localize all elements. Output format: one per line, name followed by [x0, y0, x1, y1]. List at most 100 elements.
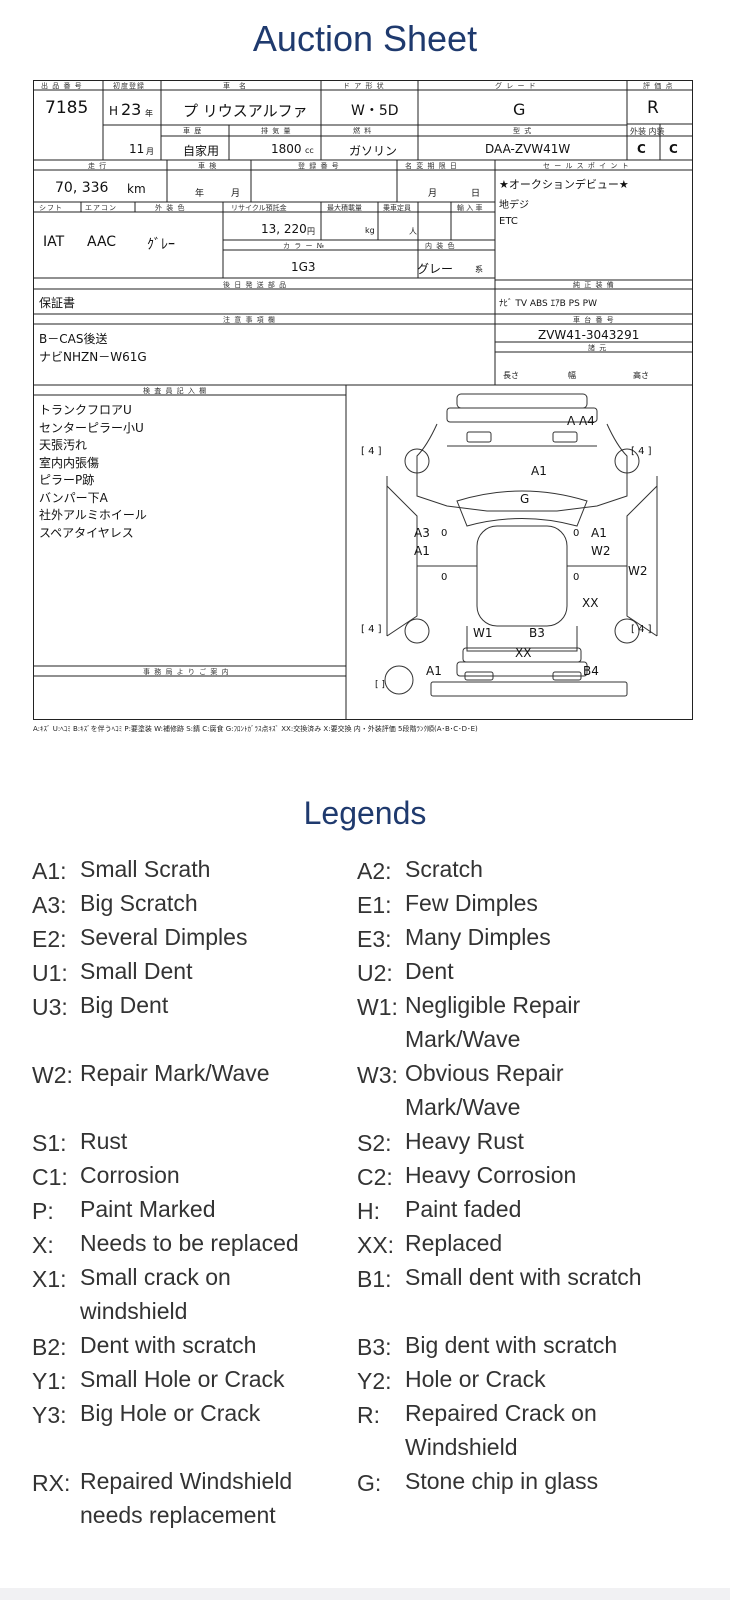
ac: AAC — [87, 234, 117, 250]
legend-code: W3: — [357, 1062, 398, 1088]
ac-label: エアコン — [85, 204, 117, 212]
mark-tire-fr: [ 4 ] — [631, 446, 652, 457]
capacity-label: 乗車定員 — [383, 204, 411, 212]
car-name: プ リウスアルファ — [183, 102, 308, 120]
legend-text: Rust — [80, 1128, 128, 1154]
doors-label: ド ア 形 状 — [343, 82, 385, 90]
first-reg-label: 初度登録 — [113, 82, 145, 90]
inspector-note: センターピラー小U — [39, 420, 144, 435]
shift: IAT — [43, 234, 65, 250]
era: H — [109, 104, 119, 118]
history-label: 車 歴 — [183, 127, 203, 135]
mark-b3: B3 — [529, 626, 545, 640]
legend-text: Stone chip in glass — [405, 1468, 599, 1494]
inspector-note: トランクフロアU — [39, 403, 132, 417]
mark-a1-bumper: A1 — [426, 664, 442, 678]
mark-a1-left: A1 — [414, 544, 430, 558]
legend-code: R: — [357, 1402, 380, 1428]
legend-code: X: — [32, 1232, 54, 1258]
legend-code: S1: — [32, 1130, 67, 1156]
mark-tire-rr: [ 4 ] — [631, 624, 652, 635]
legend-code: C2: — [357, 1164, 393, 1190]
legend-code: E2: — [32, 926, 67, 952]
mark-xx-rear: XX — [515, 646, 532, 660]
legend-title: Legends — [303, 795, 427, 831]
mark-w2-side: W2 — [628, 564, 648, 578]
legend-text: Several Dimples — [80, 924, 248, 950]
legend-code: U1: — [32, 960, 68, 986]
legend-text: Repaired Crack on Windshield — [405, 1400, 597, 1460]
import-label: 輸 入 車 — [457, 204, 483, 212]
cc-unit: cc — [305, 146, 314, 155]
legend-code: E1: — [357, 892, 392, 918]
year-unit: 年 — [145, 109, 153, 118]
legend-text: Repaired Windshield needs replacement — [80, 1468, 293, 1528]
bottom-divider — [0, 1588, 730, 1600]
legend-code: Y2: — [357, 1368, 392, 1394]
month: 11 — [129, 142, 145, 156]
mileage-label: 走 行 — [88, 162, 108, 170]
dim-height: 高さ — [633, 371, 649, 380]
legend-code: S2: — [357, 1130, 392, 1156]
inspector-note: スペアタイヤレス — [39, 525, 134, 540]
shift-label: シフト — [39, 204, 63, 212]
legend-text: Dent with scratch — [80, 1332, 257, 1358]
ext-int-label: 外装 内装 — [630, 127, 665, 136]
rating: R — [647, 98, 659, 118]
mark-tire-fl: [ 4 ] — [361, 446, 382, 457]
legend-code: H: — [357, 1198, 380, 1224]
legend-text: Many Dimples — [405, 924, 551, 950]
insp-month: 月 — [231, 189, 241, 199]
legend-code: B3: — [357, 1334, 392, 1360]
legend-text: Small Scrath — [80, 856, 211, 882]
int-color: グレー — [417, 262, 454, 276]
legend-code: A2: — [357, 858, 392, 884]
options: ﾅﾋﾞ TV ABS ｴｱB PS PW — [499, 299, 597, 309]
mark-tire-rl: [ 4 ] — [361, 624, 382, 635]
kg-unit: kg — [365, 226, 375, 235]
legend-code: W2: — [32, 1062, 73, 1088]
legend-code: X1: — [32, 1266, 67, 1292]
mark-zero-r2: 0 — [573, 572, 580, 583]
legend-text: Replaced — [405, 1230, 503, 1256]
doors: W・5D — [351, 103, 399, 119]
legend-text: Heavy Corrosion — [405, 1162, 577, 1188]
legend-text: Repair Mark/Wave — [80, 1060, 270, 1086]
lot-number: 7185 — [45, 98, 89, 118]
note-2: ナビNHZN－W61G — [39, 350, 147, 364]
history: 自家用 — [183, 144, 220, 158]
fuel: ガソリン — [349, 144, 398, 158]
chassis-label: 車 台 番 号 — [573, 316, 615, 324]
ext-color-label: 外 装 色 — [155, 204, 186, 212]
mark-xx-right: XX — [582, 596, 599, 610]
inspector-label: 検 査 員 記 入 欄 — [143, 387, 208, 395]
legend-code: P: — [32, 1198, 54, 1224]
legend-text: Needs to be replaced — [80, 1230, 299, 1256]
legend-text: Negligible Repair Mark/Wave — [405, 992, 581, 1052]
legend-code: RX: — [32, 1470, 71, 1496]
insp-year: 年 — [195, 189, 205, 199]
displacement-label: 排 気 量 — [261, 127, 292, 135]
legend-code: W1: — [357, 994, 398, 1020]
sales-point-2: 地デジ — [499, 200, 529, 211]
legend-code: Y3: — [32, 1402, 67, 1428]
sheet-footer-codes: A:ｷｽﾞ U:ﾍｺﾐ B:ｷｽﾞを伴うﾍｺﾐ P:要塗装 W:補修跡 S:錆 … — [33, 725, 478, 733]
rating-label: 評 価 点 — [643, 82, 674, 90]
sales-point-1: ★オークションデビュー★ — [499, 178, 629, 191]
inspection-label: 車 検 — [198, 162, 218, 170]
legend-text: Heavy Rust — [405, 1128, 524, 1154]
max-load-label: 最大積載量 — [327, 204, 362, 212]
mark-zero-r1: 0 — [573, 528, 580, 539]
legend-text: Corrosion — [80, 1162, 180, 1188]
dims-label: 諸 元 — [588, 344, 608, 352]
legend-text: Paint Marked — [80, 1196, 216, 1222]
inspector-note: 天張汚れ — [39, 438, 88, 452]
sales-point-3: ETC — [499, 216, 518, 227]
office-label: 事 務 局 よ り ご 案 内 — [143, 668, 230, 676]
legend-text: Small dent with scratch — [405, 1264, 642, 1290]
int-color-label: 内 装 色 — [425, 242, 456, 250]
dim-width: 幅 — [568, 371, 576, 380]
model-label: 型 式 — [513, 127, 533, 135]
options-label: 純 正 装 備 — [573, 281, 615, 289]
legend-text: Few Dimples — [405, 890, 538, 916]
